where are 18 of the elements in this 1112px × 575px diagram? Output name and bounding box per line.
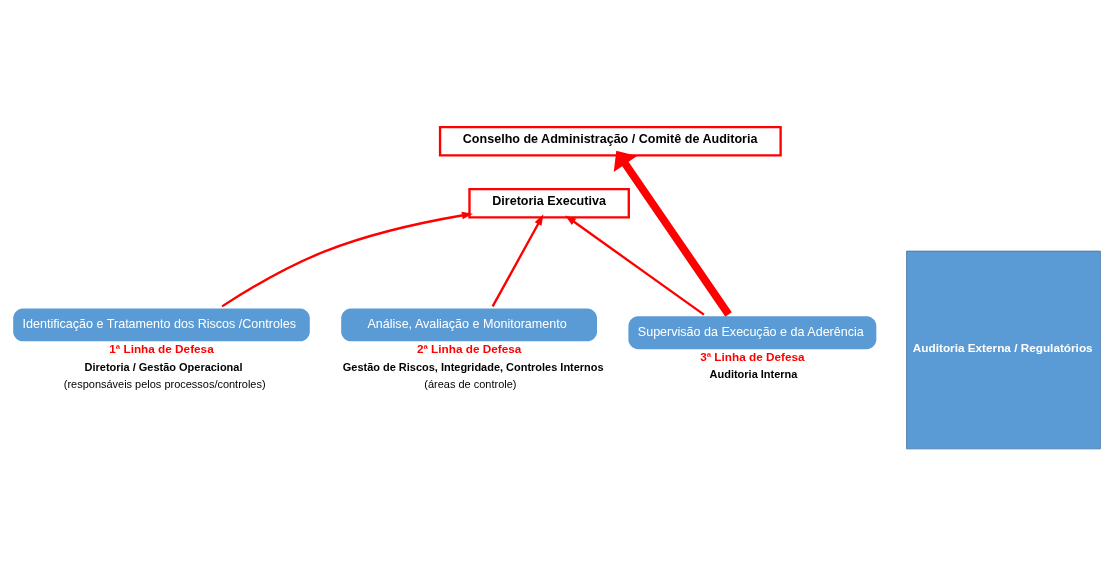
node-label: 1ª Linha de Defesa [109, 341, 214, 355]
node-label: (responsáveis pelos processos/controles) [63, 377, 266, 390]
node-box: Análise, Avaliação e Monitoramento [341, 307, 597, 341]
node-label: Diretoria / Gestão Operacional [84, 360, 243, 373]
arrow [613, 150, 732, 317]
node-label: Auditoria Interna [709, 367, 798, 380]
arrow [221, 211, 473, 307]
node-box: Identificação e Tratamento dos Riscos /Controles [13, 307, 310, 341]
arrow [565, 214, 705, 316]
node-label: 2ª Linha de Defesa [416, 341, 522, 355]
node-box: Supervisão da Execução e da Aderência [628, 315, 877, 349]
node-label: 3ª Linha de Defesa [700, 349, 805, 363]
arrow [491, 213, 544, 307]
node-box: Auditoria Externa / Regulatórios [906, 250, 1101, 449]
node-box: Diretoria Executiva [468, 187, 630, 219]
node-box: Conselho de Administração / Comitê de Auditoria [438, 125, 782, 157]
node-label: Gestão de Riscos, Integridade, Controles Internos [342, 360, 604, 373]
node-label: (áreas de controle) [424, 377, 517, 390]
